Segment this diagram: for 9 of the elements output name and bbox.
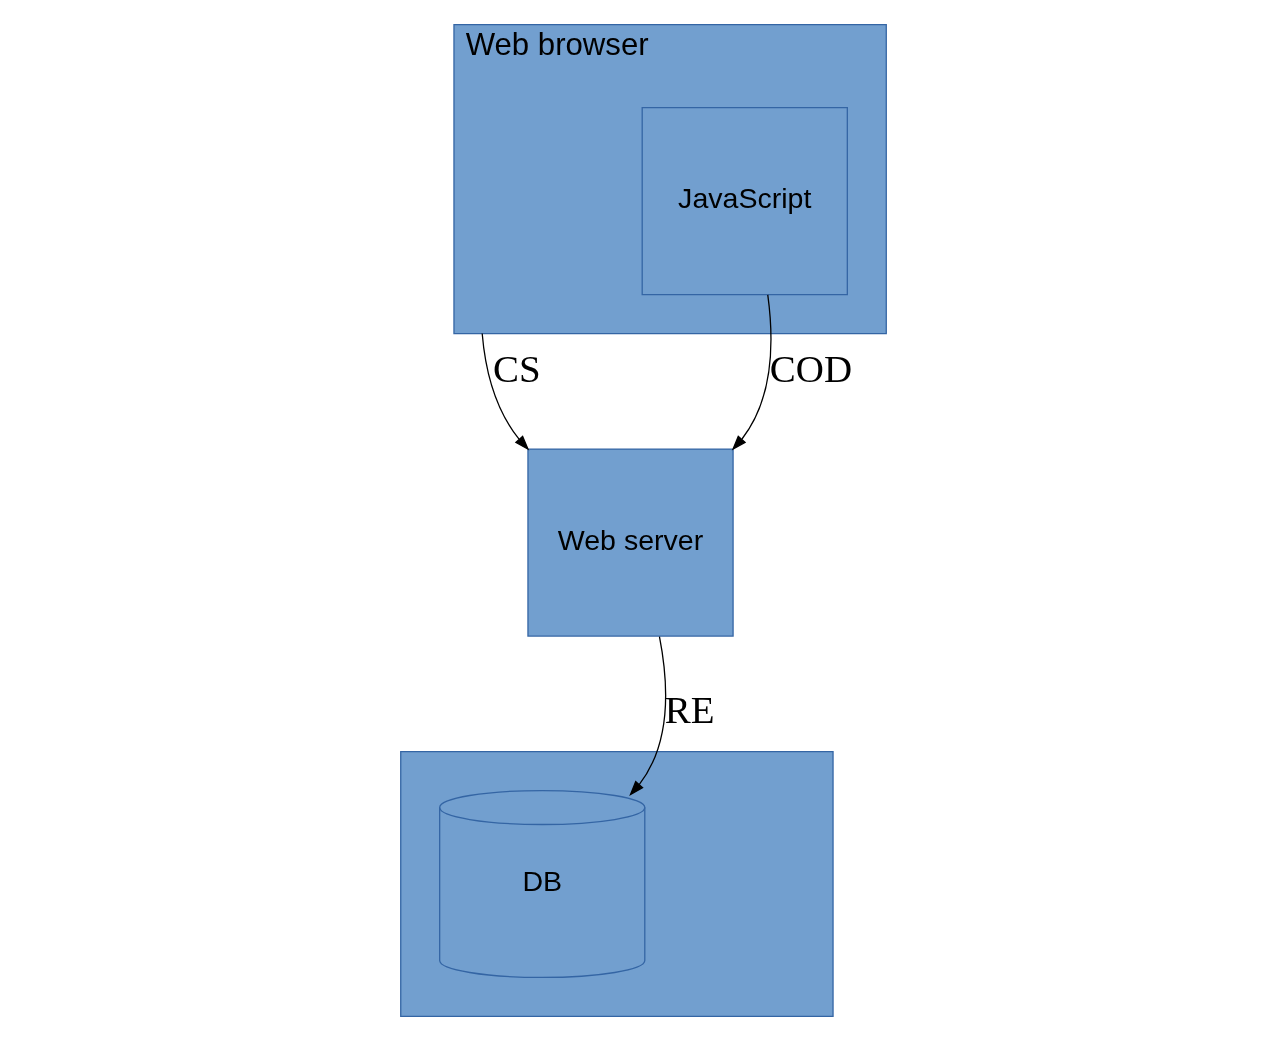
edge-label: COD (769, 346, 852, 390)
node-box: JavaScript (641, 106, 848, 295)
arrow (731, 293, 771, 451)
edge-label: RE (664, 687, 714, 731)
edge-label: CS (492, 346, 541, 390)
arrow (628, 635, 666, 796)
cluster (399, 750, 834, 1017)
arrow (481, 332, 529, 451)
node-box: Web server (526, 447, 734, 637)
